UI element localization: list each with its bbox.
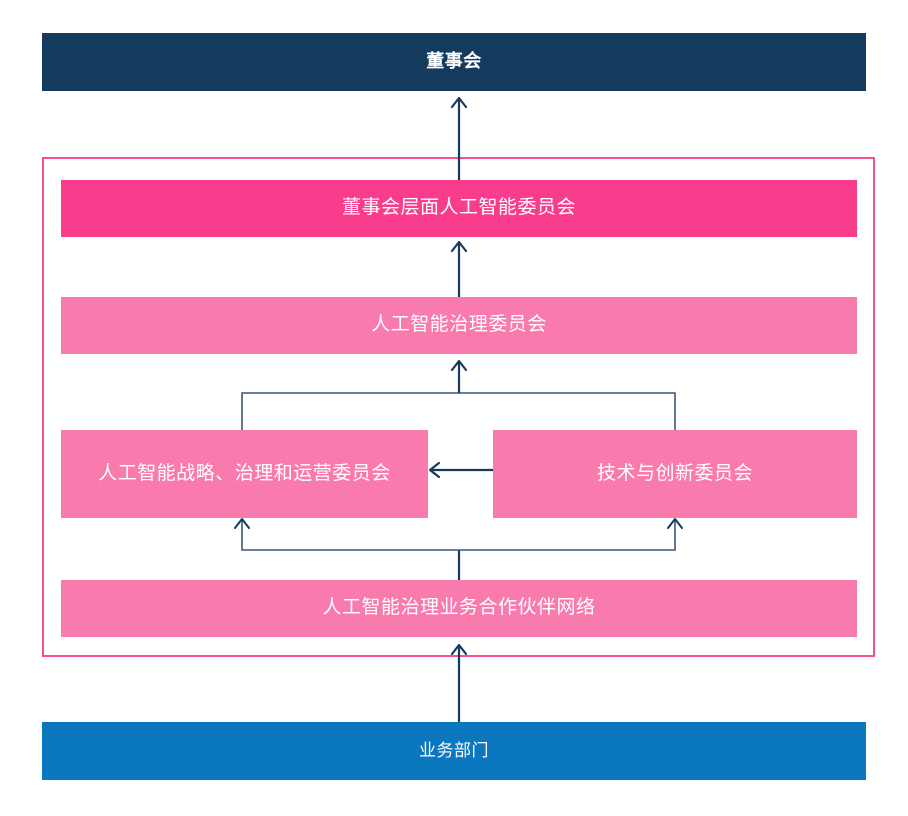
node-ai-governance-committee[interactable]: 人工智能治理委员会 — [61, 297, 857, 354]
node-technology-innovation-committee[interactable]: 技术与创新委员会 — [493, 430, 857, 518]
node-ai-strategy-governance-operations-committee-label: 人工智能战略、治理和运营委员会 — [98, 462, 391, 484]
node-ai-governance-business-partner-network[interactable]: 人工智能治理业务合作伙伴网络 — [61, 580, 857, 637]
node-technology-innovation-committee-label: 技术与创新委员会 — [596, 462, 753, 484]
node-ai-governance-business-partner-network-label: 人工智能治理业务合作伙伴网络 — [322, 597, 596, 619]
node-board[interactable]: 董事会 — [42, 33, 866, 91]
node-board-label: 董事会 — [426, 51, 482, 72]
node-ai-strategy-governance-operations-committee[interactable]: 人工智能战略、治理和运营委员会 — [61, 430, 428, 518]
node-business-units-label: 业务部门 — [419, 740, 489, 760]
node-board-level-ai-committee[interactable]: 董事会层面人工智能委员会 — [61, 180, 857, 237]
node-board-level-ai-committee-label: 董事会层面人工智能委员会 — [341, 197, 576, 219]
node-ai-governance-committee-label: 人工智能治理委员会 — [371, 314, 547, 336]
node-business-units[interactable]: 业务部门 — [42, 722, 866, 780]
